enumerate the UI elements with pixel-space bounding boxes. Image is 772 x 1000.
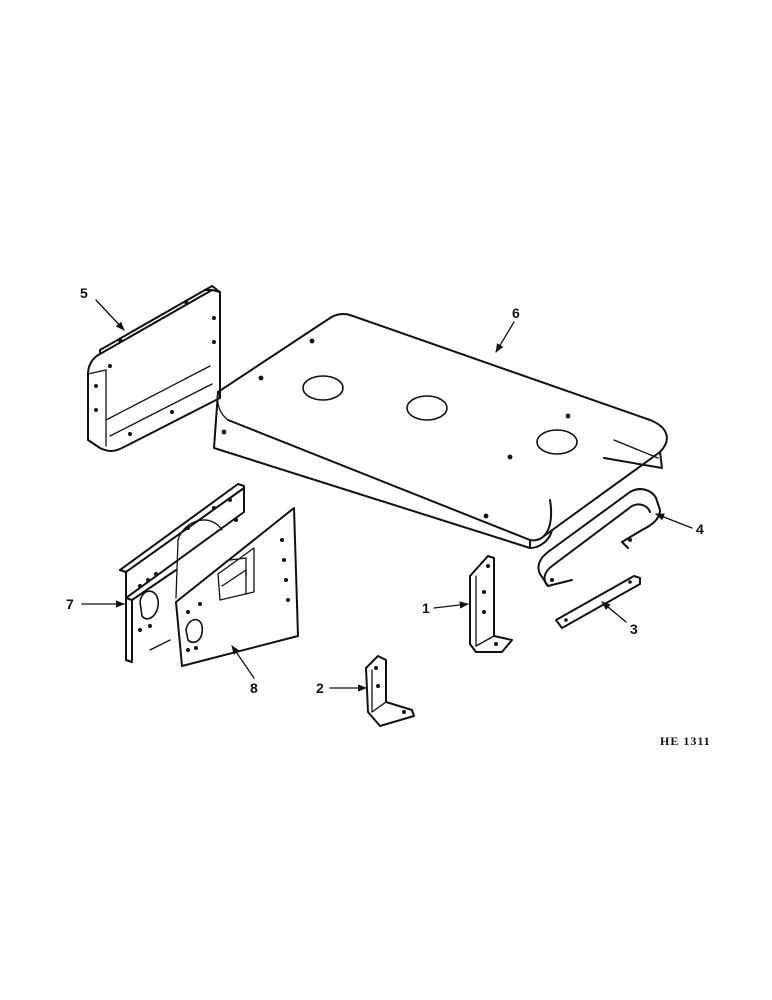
callout-3: 3 [630,621,638,637]
callout-8: 8 [250,680,258,696]
part-1-bracket [469,555,513,653]
cover-hole-3 [536,429,578,455]
callout-4: 4 [696,521,704,537]
leader-5 [95,299,125,331]
leader-6 [495,321,515,353]
callout-5: 5 [80,285,88,301]
callout-1: 1 [422,600,430,616]
callout-2: 2 [316,680,324,696]
callout-7: 7 [66,596,74,612]
part-7-plate [119,483,245,663]
cover-hole-2 [406,395,448,421]
part-6-cover [213,313,668,549]
leader-1 [433,601,469,609]
part-8-gasket [175,507,299,667]
leader-4 [655,513,693,529]
leader-3 [601,601,627,623]
callout-6: 6 [512,305,520,321]
part-5-channel [87,285,221,452]
leader-8 [231,645,255,679]
cover-hole-1 [302,375,344,401]
part-2-bracket [365,655,415,727]
part-4-support [537,488,661,587]
part-3-strap [555,575,641,629]
drawing-reference-code: HE 1311 [660,734,711,748]
